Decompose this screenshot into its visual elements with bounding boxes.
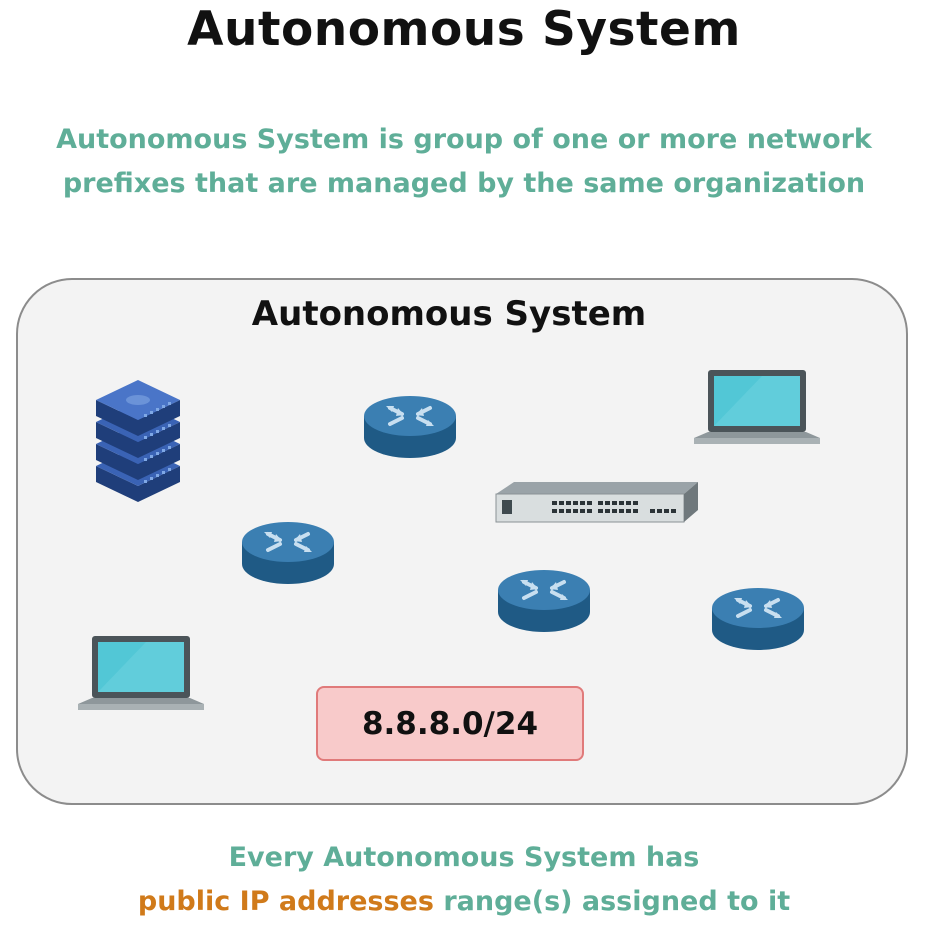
page-title: Autonomous System	[187, 2, 741, 57]
laptop-icon	[694, 370, 820, 444]
router-icon	[498, 570, 590, 632]
footer-line-2: public IP addresses range(s) assigned to…	[0, 886, 928, 917]
server-stack-icon	[96, 380, 180, 502]
ip-prefix-label: 8.8.8.0/24	[361, 705, 539, 742]
subtitle-line-1: Autonomous System is group of one or mor…	[56, 124, 872, 155]
laptop-icon	[78, 636, 204, 710]
subtitle-line-2: prefixes that are managed by the same or…	[62, 168, 866, 199]
footer-line-2-rest: range(s) assigned to it	[433, 886, 791, 917]
ip-prefix-box: 8.8.8.0/24	[316, 686, 584, 761]
router-icon	[712, 588, 804, 650]
router-icon	[242, 522, 334, 584]
network-switch-icon	[495, 482, 698, 523]
container-title: Autonomous System	[251, 294, 647, 334]
router-icon	[364, 396, 456, 458]
footer-line-1: Every Autonomous System has	[228, 842, 700, 873]
footer-highlight: public IP addresses	[137, 886, 434, 917]
